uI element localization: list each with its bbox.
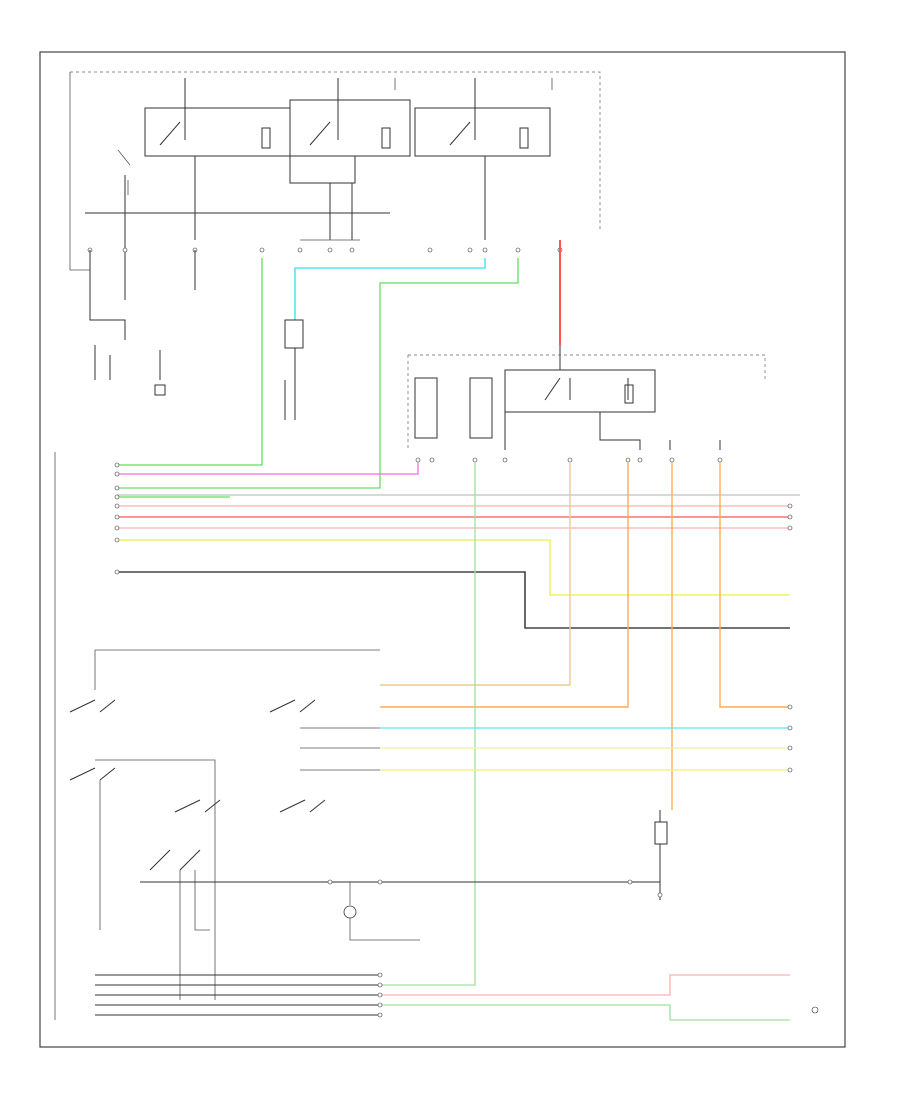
- relay-center-right: [407, 354, 766, 463]
- relay-box-right: [414, 107, 551, 157]
- connector-pins-top: [87, 247, 563, 253]
- wire-orange-right: [719, 462, 790, 708]
- wire-yellow-main: [117, 539, 790, 596]
- relay-box-middle: [289, 99, 411, 157]
- ecm-harness: [54, 452, 800, 1020]
- wire-tan-vert: [380, 462, 571, 686]
- wire-orange-vert-1: [380, 462, 629, 708]
- fuse-relay-block: [69, 71, 601, 396]
- wire-pink-bottom: [380, 974, 790, 996]
- wire-magenta: [117, 462, 419, 475]
- wire-green-top: [117, 258, 519, 489]
- wire-light-green-vert: [380, 462, 476, 986]
- relay-box-left: [144, 107, 291, 157]
- ground-symbol: [343, 905, 357, 919]
- diagram-frame: [39, 51, 846, 1048]
- wire-dark-main: [117, 571, 790, 629]
- module-center-left: [284, 319, 304, 420]
- wire-cyan-top: [294, 258, 486, 320]
- ecm-connector-pins: [114, 462, 120, 575]
- switch-section: [69, 649, 819, 1021]
- wire-green-left: [117, 258, 263, 466]
- wire-green-bottom: [380, 1004, 790, 1021]
- right-connector-markers: [787, 503, 793, 773]
